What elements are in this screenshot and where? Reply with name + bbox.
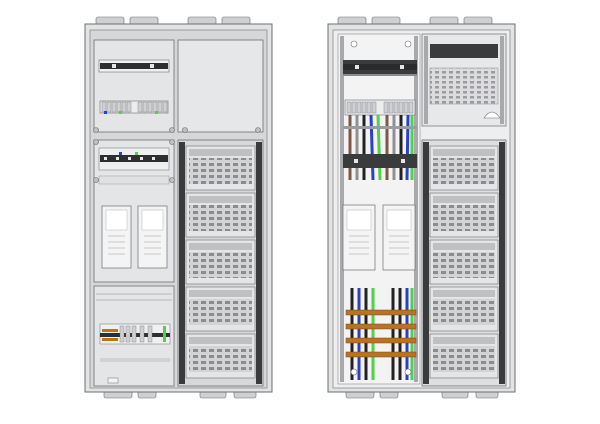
ventilated-module [429,333,499,379]
top-fixings [95,16,251,26]
lower-wiring [350,288,414,380]
meter-device [101,205,132,269]
cabinet-open-interior [327,16,516,399]
cabinet-front-covered [84,16,273,399]
ventilated-module [185,192,256,238]
meter-device [137,205,168,269]
upper-left-cover [93,39,175,133]
terminal-block-top [344,99,416,116]
ventilated-module [429,239,499,285]
ventilated-module [185,333,256,379]
right-module-column [177,139,264,387]
din-rail [343,154,417,168]
ventilated-module [429,145,499,191]
right-module-column [421,139,507,387]
ventilated-plate [429,67,499,105]
ventilated-module [185,145,256,191]
ventilated-module [185,239,256,285]
upper-right-cover [177,39,264,133]
din-rail [100,63,168,69]
ventilated-module [185,286,256,332]
meter-device [342,204,376,271]
meter-device [382,204,416,271]
ventilated-module [429,286,499,332]
terminal-block-top [99,100,169,114]
top-fixings [337,16,493,26]
busbars [345,309,417,358]
ventilated-module [429,192,499,238]
upper-wiring [348,114,414,181]
